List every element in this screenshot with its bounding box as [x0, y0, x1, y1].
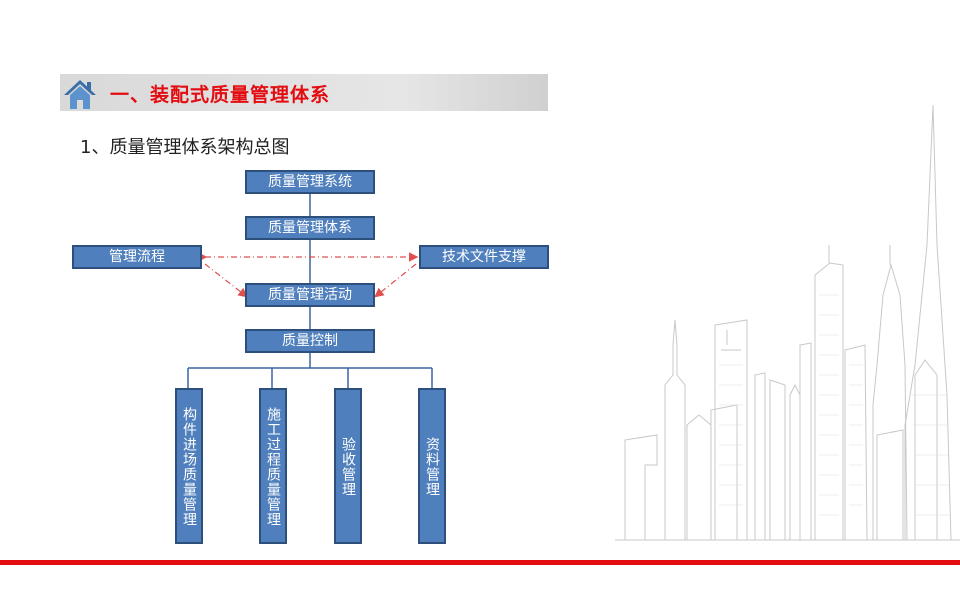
node-branch-documents: 资料管理 [418, 388, 446, 544]
node-management-process: 管理流程 [72, 245, 202, 269]
bottom-accent-bar [0, 560, 960, 565]
home-icon [64, 80, 96, 109]
diagram-subtitle: 1、质量管理体系架构总图 [80, 137, 290, 158]
node-quality-framework: 质量管理体系 [245, 216, 375, 240]
node-branch-component: 构件进场质量管理 [175, 388, 203, 544]
skyline-illustration [615, 104, 960, 541]
node-branch-construction: 施工过程质量管理 [259, 388, 287, 544]
section-title: 一、装配式质量管理体系 [110, 84, 331, 106]
node-quality-control: 质量控制 [245, 329, 375, 353]
node-branch-acceptance: 验收管理 [334, 388, 362, 544]
title-bar [60, 74, 548, 111]
node-quality-system: 质量管理系统 [245, 170, 375, 194]
node-quality-activity: 质量管理活动 [245, 283, 375, 307]
node-tech-support: 技术文件支撑 [419, 245, 549, 269]
